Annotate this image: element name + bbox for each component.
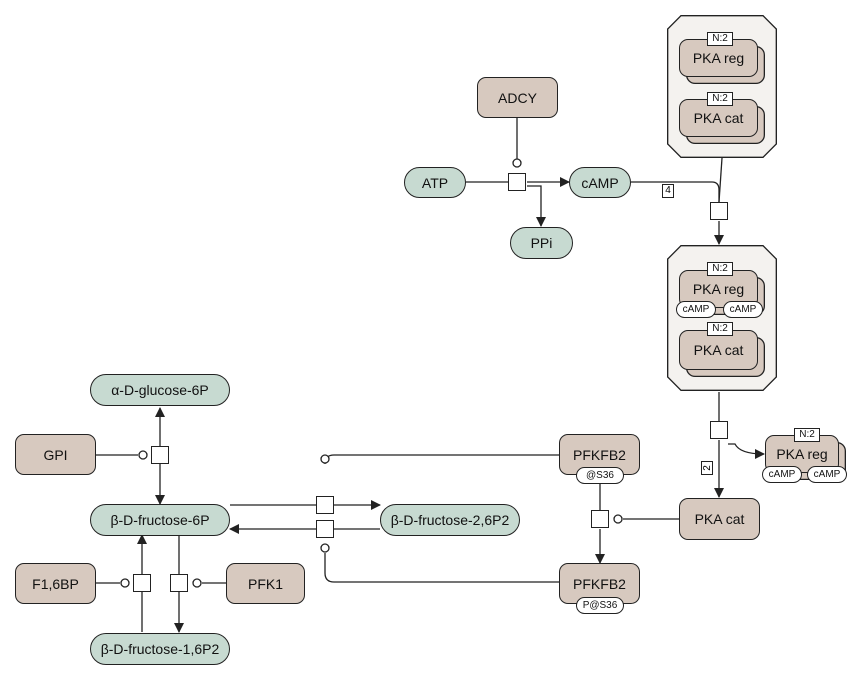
complex-pka-reg-camp-site-2: cAMP — [723, 301, 763, 318]
complex-pka-cat[interactable]: PKA cat — [679, 99, 758, 137]
pfk1-node[interactable]: PFK1 — [226, 563, 305, 604]
f16bp-node[interactable]: F1,6BP — [15, 563, 96, 604]
stoichiometry-pka-cat: 2 — [701, 461, 713, 475]
complex-pka-cat-multimer-label: N:2 — [707, 92, 733, 106]
arc-camp-to-pka-binding — [631, 181, 720, 202]
process-fbpase[interactable] — [133, 574, 151, 592]
process-adenylate-cyclase[interactable] — [508, 173, 526, 191]
fructose-26bp-node[interactable]: β-D-fructose-2,6P2 — [380, 504, 520, 536]
process-pfkfb2-phosphorylation[interactable] — [591, 510, 609, 528]
complex-camp-pka-cat[interactable]: PKA cat — [679, 330, 758, 370]
complex-camp-pka-cat-multimer-label: N:2 — [707, 322, 733, 336]
catalysis-marker — [320, 454, 330, 464]
catalysis-marker — [613, 514, 623, 524]
pfkfb2-phospho-state-variable: P@S36 — [576, 597, 624, 614]
fructose-6p-node[interactable]: β-D-fructose-6P — [90, 504, 230, 536]
pfkfb2-state-variable: @S36 — [576, 467, 624, 484]
gpi-node[interactable]: GPI — [15, 434, 96, 475]
process-f26bp-to-f6p[interactable] — [316, 520, 334, 538]
process-pfk1[interactable] — [170, 574, 188, 592]
arc-pka-complex-consumption — [718, 157, 723, 203]
pfkfb2-phospho-node[interactable]: PFKFB2 — [559, 563, 640, 604]
arc-ppi-production — [527, 185, 546, 227]
arc-pfkfb2-kinase-catalysis — [324, 454, 559, 465]
catalysis-marker — [120, 578, 130, 588]
complex-pka-reg-multimer-label: N:2 — [707, 32, 733, 46]
ppi-node[interactable]: PPi — [510, 227, 573, 259]
arc-pfkfb2-phosphatase-catalysis — [324, 553, 559, 583]
pka-holoenzyme-complex-outline — [667, 15, 777, 158]
catalysis-marker — [192, 578, 202, 588]
pka-reg-multimer-label: N:2 — [794, 428, 820, 442]
process-pka-dissociation[interactable] — [710, 421, 728, 439]
atp-node[interactable]: ATP — [404, 167, 466, 198]
fructose-16bp-node[interactable]: β-D-fructose-1,6P2 — [90, 633, 230, 665]
pka-cat-node[interactable]: PKA cat — [679, 498, 760, 540]
catalysis-marker — [320, 543, 330, 553]
glucose-6p-node[interactable]: α-D-glucose-6P — [90, 374, 230, 406]
process-f6p-to-f26bp[interactable] — [316, 496, 334, 514]
complex-camp-pka-reg-multimer-label: N:2 — [707, 262, 733, 276]
process-pka-camp-binding[interactable] — [710, 202, 728, 220]
process-gpi-isomerization[interactable] — [151, 446, 169, 464]
catalysis-marker — [512, 158, 522, 168]
pka-reg-camp-site-1: cAMP — [762, 466, 802, 483]
pka-reg-camp-site-2: cAMP — [807, 466, 847, 483]
pka-camp-complex-outline — [667, 245, 777, 391]
adcy-node[interactable]: ADCY — [477, 77, 558, 118]
arc-pka-reg-release — [728, 443, 765, 459]
camp-node[interactable]: cAMP — [569, 167, 631, 198]
stoichiometry-camp: 4 — [662, 184, 674, 198]
catalysis-marker — [138, 450, 148, 460]
complex-pka-reg-camp-site-1: cAMP — [676, 301, 716, 318]
